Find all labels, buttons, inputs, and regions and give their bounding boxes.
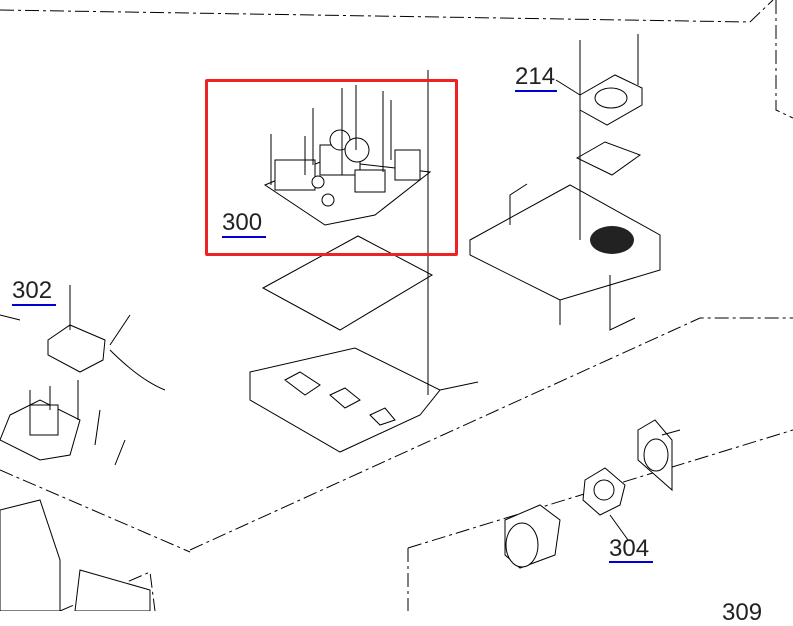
- label-underline-214: [515, 90, 557, 92]
- fan-duct-part-302: [0, 285, 166, 611]
- part-label-302[interactable]: 302: [12, 277, 53, 304]
- fan-part-304: [504, 419, 681, 569]
- exploded-parts-diagram: [0, 0, 793, 611]
- power-board-part-300[interactable]: [263, 85, 432, 226]
- part-label-304[interactable]: 304: [609, 535, 650, 562]
- part-label-300[interactable]: 300: [222, 209, 263, 236]
- part-label-214[interactable]: 214: [515, 63, 556, 90]
- label-underline-300: [222, 236, 266, 238]
- label-underline-304: [609, 561, 653, 563]
- part-label-309[interactable]: 309: [722, 599, 763, 626]
- cover-part: [469, 183, 661, 331]
- highlight-box-300: [205, 79, 458, 256]
- fan-part-214: [555, 34, 643, 240]
- label-underline-302: [12, 304, 56, 306]
- chassis-tray-part: [249, 70, 479, 453]
